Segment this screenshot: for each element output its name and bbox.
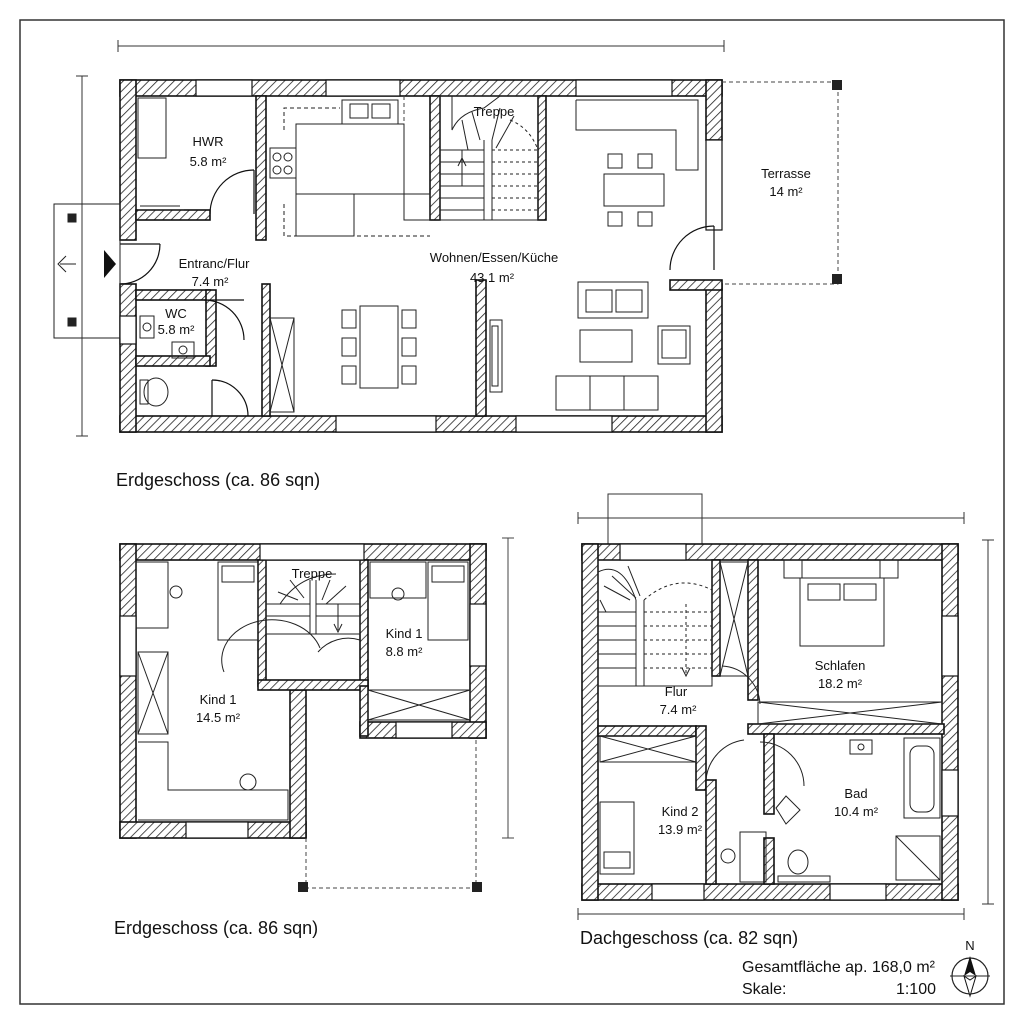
upper-floor-plan: Schlafen 18.2 m² Flur 7.4 m² Bad 10.4 m²… <box>577 493 994 948</box>
entrance-arrow-icon <box>104 250 116 278</box>
north-compass-icon <box>950 956 990 998</box>
second-plan-caption: Erdgeschoss (ca. 86 sqn) <box>114 918 318 938</box>
room-bad-area: 10.4 m² <box>834 804 879 819</box>
scale-value: 1:100 <box>896 981 936 998</box>
room-kind2-name: Kind 2 <box>662 804 699 819</box>
room-kind1-small-area: 8.8 m² <box>386 644 424 659</box>
room-bad-name: Bad <box>844 786 867 801</box>
upper-floor-caption: Dachgeschoss (ca. 82 sqn) <box>580 928 798 948</box>
compass-north-letter: N <box>965 938 974 953</box>
room-schlafen-name: Schlafen <box>815 658 866 673</box>
room-kind1-large-area: 14.5 m² <box>196 710 241 725</box>
room-flur-area: 7.4 m² <box>660 702 698 717</box>
room-wc-name: WC <box>165 306 187 321</box>
room-kind2-area: 13.9 m² <box>658 822 703 837</box>
room-treppe2-name: Treppe <box>292 566 333 581</box>
sheet-border <box>19 19 1005 1005</box>
room-treppe-name: Treppe <box>474 104 515 119</box>
scale-label: Skale: <box>742 981 786 998</box>
room-wohnen-name: Wohnen/Essen/Küche <box>430 250 558 265</box>
room-kind1-small-name: Kind 1 <box>386 626 423 641</box>
room-wohnen-area: 43.1 m² <box>470 270 515 285</box>
ground-floor-plan: HWR 5.8 m² Treppe Terrasse 14 m² Entranc… <box>53 40 842 490</box>
second-floor-plan: Treppe Kind 1 8.8 m² Kind 1 14.5 m² Erdg… <box>114 537 514 938</box>
total-area-label: Gesamtfläche ap. 168,0 m² <box>742 959 936 976</box>
room-entrance-area: 7.4 m² <box>192 274 230 289</box>
ground-floor-caption: Erdgeschoss (ca. 86 sqn) <box>116 470 320 490</box>
room-flur-name: Flur <box>665 684 688 699</box>
room-hwr-area: 5.8 m² <box>190 154 228 169</box>
room-terrasse-name: Terrasse <box>761 166 811 181</box>
room-entrance-name: Entranc/Flur <box>179 256 250 271</box>
room-schlafen-area: 18.2 m² <box>818 676 863 691</box>
room-wc-area: 5.8 m² <box>158 322 196 337</box>
room-kind1-large-name: Kind 1 <box>200 692 237 707</box>
room-terrasse-area: 14 m² <box>769 184 803 199</box>
room-hwr-name: HWR <box>192 134 223 149</box>
